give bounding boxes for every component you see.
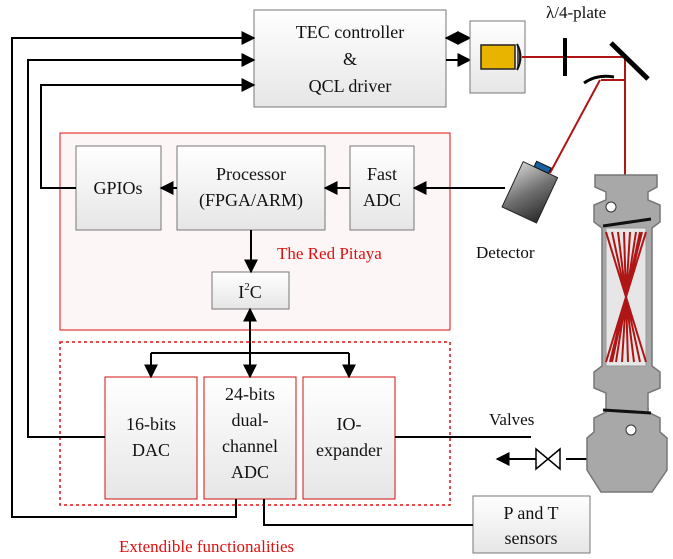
tec-controller-box <box>253 9 447 108</box>
laser-beam-to-detector <box>549 79 601 174</box>
extendible-label: Extendible functionalities <box>119 537 294 556</box>
qcl-laser-icon <box>480 44 516 70</box>
gpios-label: GPIOs <box>93 178 142 198</box>
adc24-line-3: channel <box>222 436 278 456</box>
tec-line-2: & <box>343 49 357 69</box>
ioexp-line-2: expander <box>316 440 382 460</box>
detector-label: Detector <box>476 243 535 262</box>
cell-mirror-top <box>602 217 652 228</box>
wire-gpio-to-tec <box>40 78 256 189</box>
cell-port-bottom <box>625 424 637 436</box>
detector-icon <box>501 160 559 224</box>
i2c-label: I2C <box>238 281 262 302</box>
ioexp-line-1: IO- <box>337 414 362 434</box>
pt-line-2: sensors <box>505 528 558 548</box>
i2c-tail: C <box>250 282 262 302</box>
i2c-sup: 2 <box>244 281 250 293</box>
pt-sensors-box <box>472 495 591 554</box>
cell-port-top <box>605 201 617 213</box>
wire-outer-loop <box>11 31 256 518</box>
ioexp-box <box>302 376 396 500</box>
plate-label: λ/4-plate <box>546 3 606 22</box>
adc24-box <box>203 376 297 500</box>
dac16-line-1: 16-bits <box>126 414 176 434</box>
tec-line-3: QCL driver <box>309 76 392 96</box>
valves-label: Valves <box>489 410 534 429</box>
dac16-box <box>104 376 198 500</box>
processor-line-2: (FPGA/ARM) <box>199 190 303 211</box>
curved-mirror-icon <box>583 74 615 85</box>
qcl-lens-icon <box>516 43 522 71</box>
mirror-icon <box>609 41 650 81</box>
tec-line-1: TEC controller <box>296 22 404 42</box>
processor-box <box>176 145 326 231</box>
multipass-beams <box>605 231 647 363</box>
valve-icon <box>535 447 561 471</box>
i2c-main: I <box>238 282 244 302</box>
pt-line-1: P and T <box>503 503 558 523</box>
fast-adc-line-2: ADC <box>363 190 401 210</box>
fast-adc-line-1: Fast <box>367 164 397 184</box>
wire-adc-to-pt <box>263 499 473 526</box>
fast-adc-box <box>349 145 415 231</box>
processor-line-1: Processor <box>216 164 286 184</box>
cell-mirror-bottom <box>602 408 652 415</box>
wire-dac-to-tec <box>27 53 256 438</box>
adc24-line-2: dual- <box>232 410 269 430</box>
adc24-line-4: ADC <box>231 462 269 482</box>
dac16-line-2: DAC <box>132 440 170 460</box>
adc24-line-1: 24-bits <box>225 384 275 404</box>
red-pitaya-label: The Red Pitaya <box>277 244 382 263</box>
